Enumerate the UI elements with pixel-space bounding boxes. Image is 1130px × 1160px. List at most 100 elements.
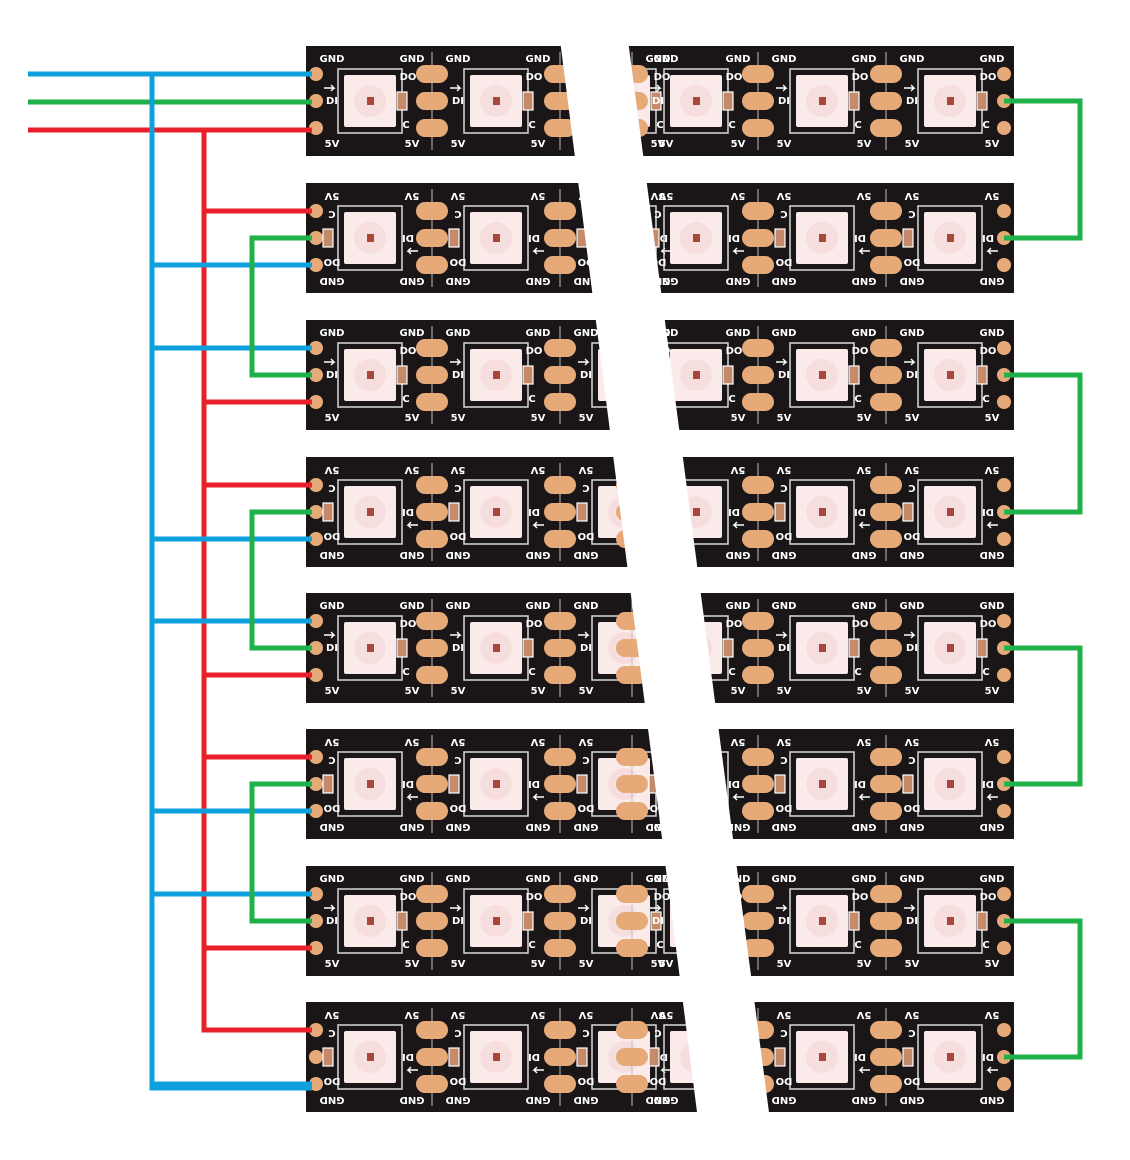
led-die <box>819 97 826 105</box>
dout-label: DO <box>654 72 671 83</box>
vcc-label: 5V <box>404 1009 419 1020</box>
end-pad <box>997 258 1011 272</box>
cap-label: C <box>728 667 735 678</box>
solder-pad <box>544 1021 576 1039</box>
led-die <box>819 234 826 242</box>
din-label: DI <box>580 370 592 381</box>
vcc-label: 5V <box>856 464 871 475</box>
led-die <box>693 371 700 379</box>
din-label: DI <box>906 96 918 107</box>
arrow-right-icon <box>578 631 590 639</box>
capacitor <box>322 228 334 248</box>
led-outline <box>917 205 983 271</box>
solder-pad <box>309 777 323 791</box>
dout-label: DO <box>450 802 467 813</box>
dout-label: DO <box>400 619 417 630</box>
din-label: DI <box>854 1051 866 1062</box>
solder-pad <box>870 1021 902 1039</box>
solder-pad <box>870 202 902 220</box>
solder-pad <box>616 748 648 766</box>
capacitor <box>522 638 534 658</box>
capacitor <box>448 502 460 522</box>
cap-label: C <box>908 208 915 219</box>
arrow-right-icon <box>650 84 662 92</box>
vcc-label: 5V <box>857 139 872 150</box>
wiring <box>28 71 1083 1091</box>
led-die <box>693 234 700 242</box>
led-die <box>367 644 374 652</box>
led-die <box>493 1053 500 1061</box>
solder-pad <box>544 503 576 521</box>
capacitor <box>722 638 734 658</box>
led-die <box>693 97 700 105</box>
cap-label: C <box>402 394 409 405</box>
gnd-label: GND <box>400 601 425 612</box>
led-die <box>947 917 954 925</box>
vcc-label: 5V <box>985 959 1000 970</box>
solder-pad <box>870 639 902 657</box>
arrow-left-icon <box>732 521 744 529</box>
din-label: DI <box>326 370 338 381</box>
solder-pad <box>309 941 323 955</box>
arrow-right-icon <box>578 358 590 366</box>
arrow-right-icon <box>450 631 462 639</box>
dout-label: DO <box>400 892 417 903</box>
gnd-label: GND <box>900 328 925 339</box>
vcc-label: 5V <box>856 1009 871 1020</box>
end-pad <box>997 750 1011 764</box>
solder-pad <box>416 119 448 137</box>
solder-pad <box>416 802 448 820</box>
solder-pad <box>870 393 902 411</box>
led-outline <box>917 479 983 545</box>
solder-pad <box>309 67 323 81</box>
cap-label: C <box>402 940 409 951</box>
solder-pad <box>416 639 448 657</box>
arrow-right-icon <box>450 904 462 912</box>
gnd-label: GND <box>852 54 877 65</box>
gnd-label: GND <box>574 328 599 339</box>
solder-pad <box>416 775 448 793</box>
dout-label: DO <box>726 346 743 357</box>
strip-break-overlay <box>560 40 770 1120</box>
solder-pad <box>870 476 902 494</box>
gnd-label: GND <box>446 328 471 339</box>
dout-label: DO <box>650 256 667 267</box>
solder-pad <box>544 202 576 220</box>
din-label: DI <box>906 370 918 381</box>
dout-label: DO <box>578 530 595 541</box>
din-label: DI <box>906 643 918 654</box>
vcc-label: 5V <box>905 413 920 424</box>
vcc-label: 5V <box>904 736 919 747</box>
din-label: DI <box>580 916 592 927</box>
solder-pad <box>309 204 323 218</box>
din-label: DI <box>652 916 664 927</box>
solder-pad <box>870 92 902 110</box>
capacitor <box>848 911 860 931</box>
din-label: DI <box>528 506 540 517</box>
break-gap <box>560 40 706 1120</box>
vcc-label: 5V <box>324 464 339 475</box>
led-die <box>947 780 954 788</box>
solder-pad <box>416 530 448 548</box>
dout-label: DO <box>400 346 417 357</box>
gnd-label: GND <box>900 275 925 286</box>
solder-pad <box>616 885 648 903</box>
capacitor <box>722 91 734 111</box>
solder-pad <box>870 229 902 247</box>
gnd-label: GND <box>526 1094 551 1105</box>
solder-pad <box>742 202 774 220</box>
capacitor <box>774 1047 786 1067</box>
dout-label: DO <box>852 72 869 83</box>
din-label: DI <box>402 232 414 243</box>
vcc-label: 5V <box>905 139 920 150</box>
arrow-left-icon <box>532 247 544 255</box>
cap-label: C <box>908 1027 915 1038</box>
